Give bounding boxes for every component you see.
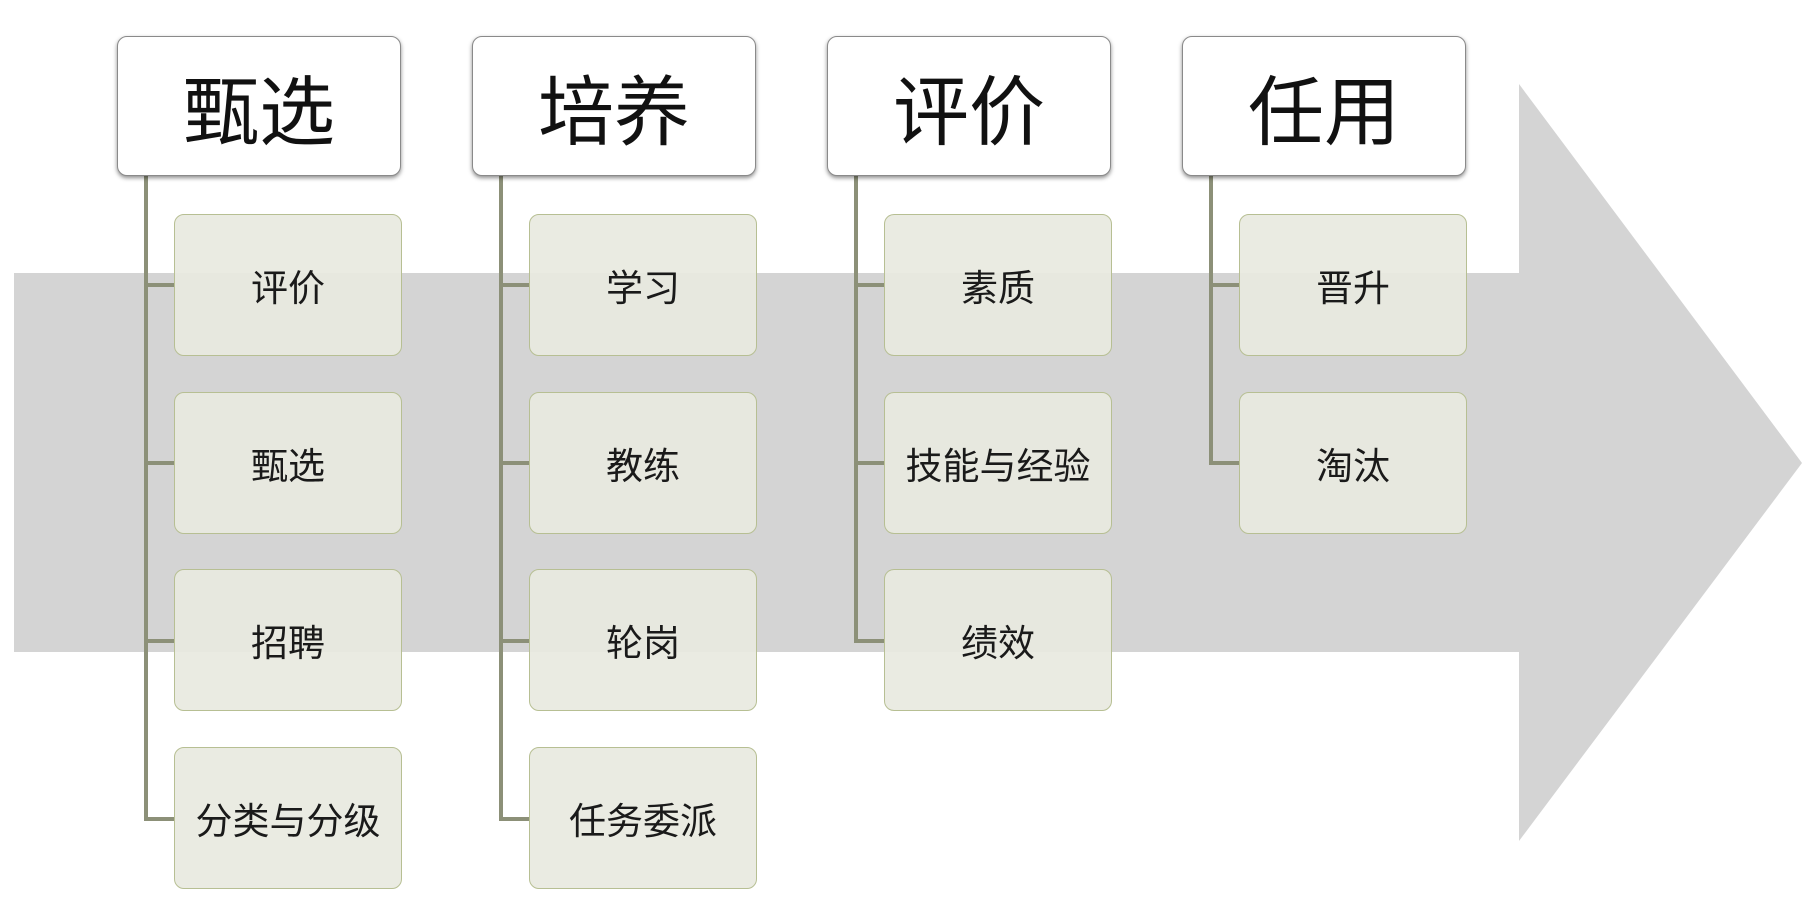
connector-branch [1209,461,1240,465]
connector-branch [144,817,175,821]
connector-branch [1209,283,1240,287]
stage-header: 任用 [1182,36,1466,176]
connector-branch [144,461,175,465]
stage-item: 轮岗 [529,569,757,711]
stage-item: 招聘 [174,569,402,711]
stage-item: 晋升 [1239,214,1467,356]
stage-item: 任务委派 [529,747,757,889]
stage-item: 分类与分级 [174,747,402,889]
connector-branch [499,639,530,643]
stage-item: 技能与经验 [884,392,1112,534]
stage-appointment: 任用 晋升 淘汰 [1182,0,1468,910]
stage-header: 培养 [472,36,756,176]
stage-item: 素质 [884,214,1112,356]
stage-header: 甄选 [117,36,401,176]
connector-branch [854,639,885,643]
connector-line [1209,176,1213,465]
connector-branch [854,283,885,287]
stage-item: 评价 [174,214,402,356]
connector-branch [144,283,175,287]
stage-item: 学习 [529,214,757,356]
connector-branch [854,461,885,465]
stage-selection: 甄选 评价 甄选 招聘 分类与分级 [117,0,403,910]
stage-evaluation: 评价 素质 技能与经验 绩效 [827,0,1113,910]
connector-branch [499,817,530,821]
connector-branch [499,283,530,287]
connector-branch [499,461,530,465]
connector-line [854,176,858,643]
stage-item: 淘汰 [1239,392,1467,534]
stage-development: 培养 学习 教练 轮岗 任务委派 [472,0,758,910]
stage-item: 教练 [529,392,757,534]
stage-item: 绩效 [884,569,1112,711]
connector-line [499,176,503,821]
connector-line [144,176,148,821]
connector-branch [144,639,175,643]
stage-header: 评价 [827,36,1111,176]
stage-item: 甄选 [174,392,402,534]
